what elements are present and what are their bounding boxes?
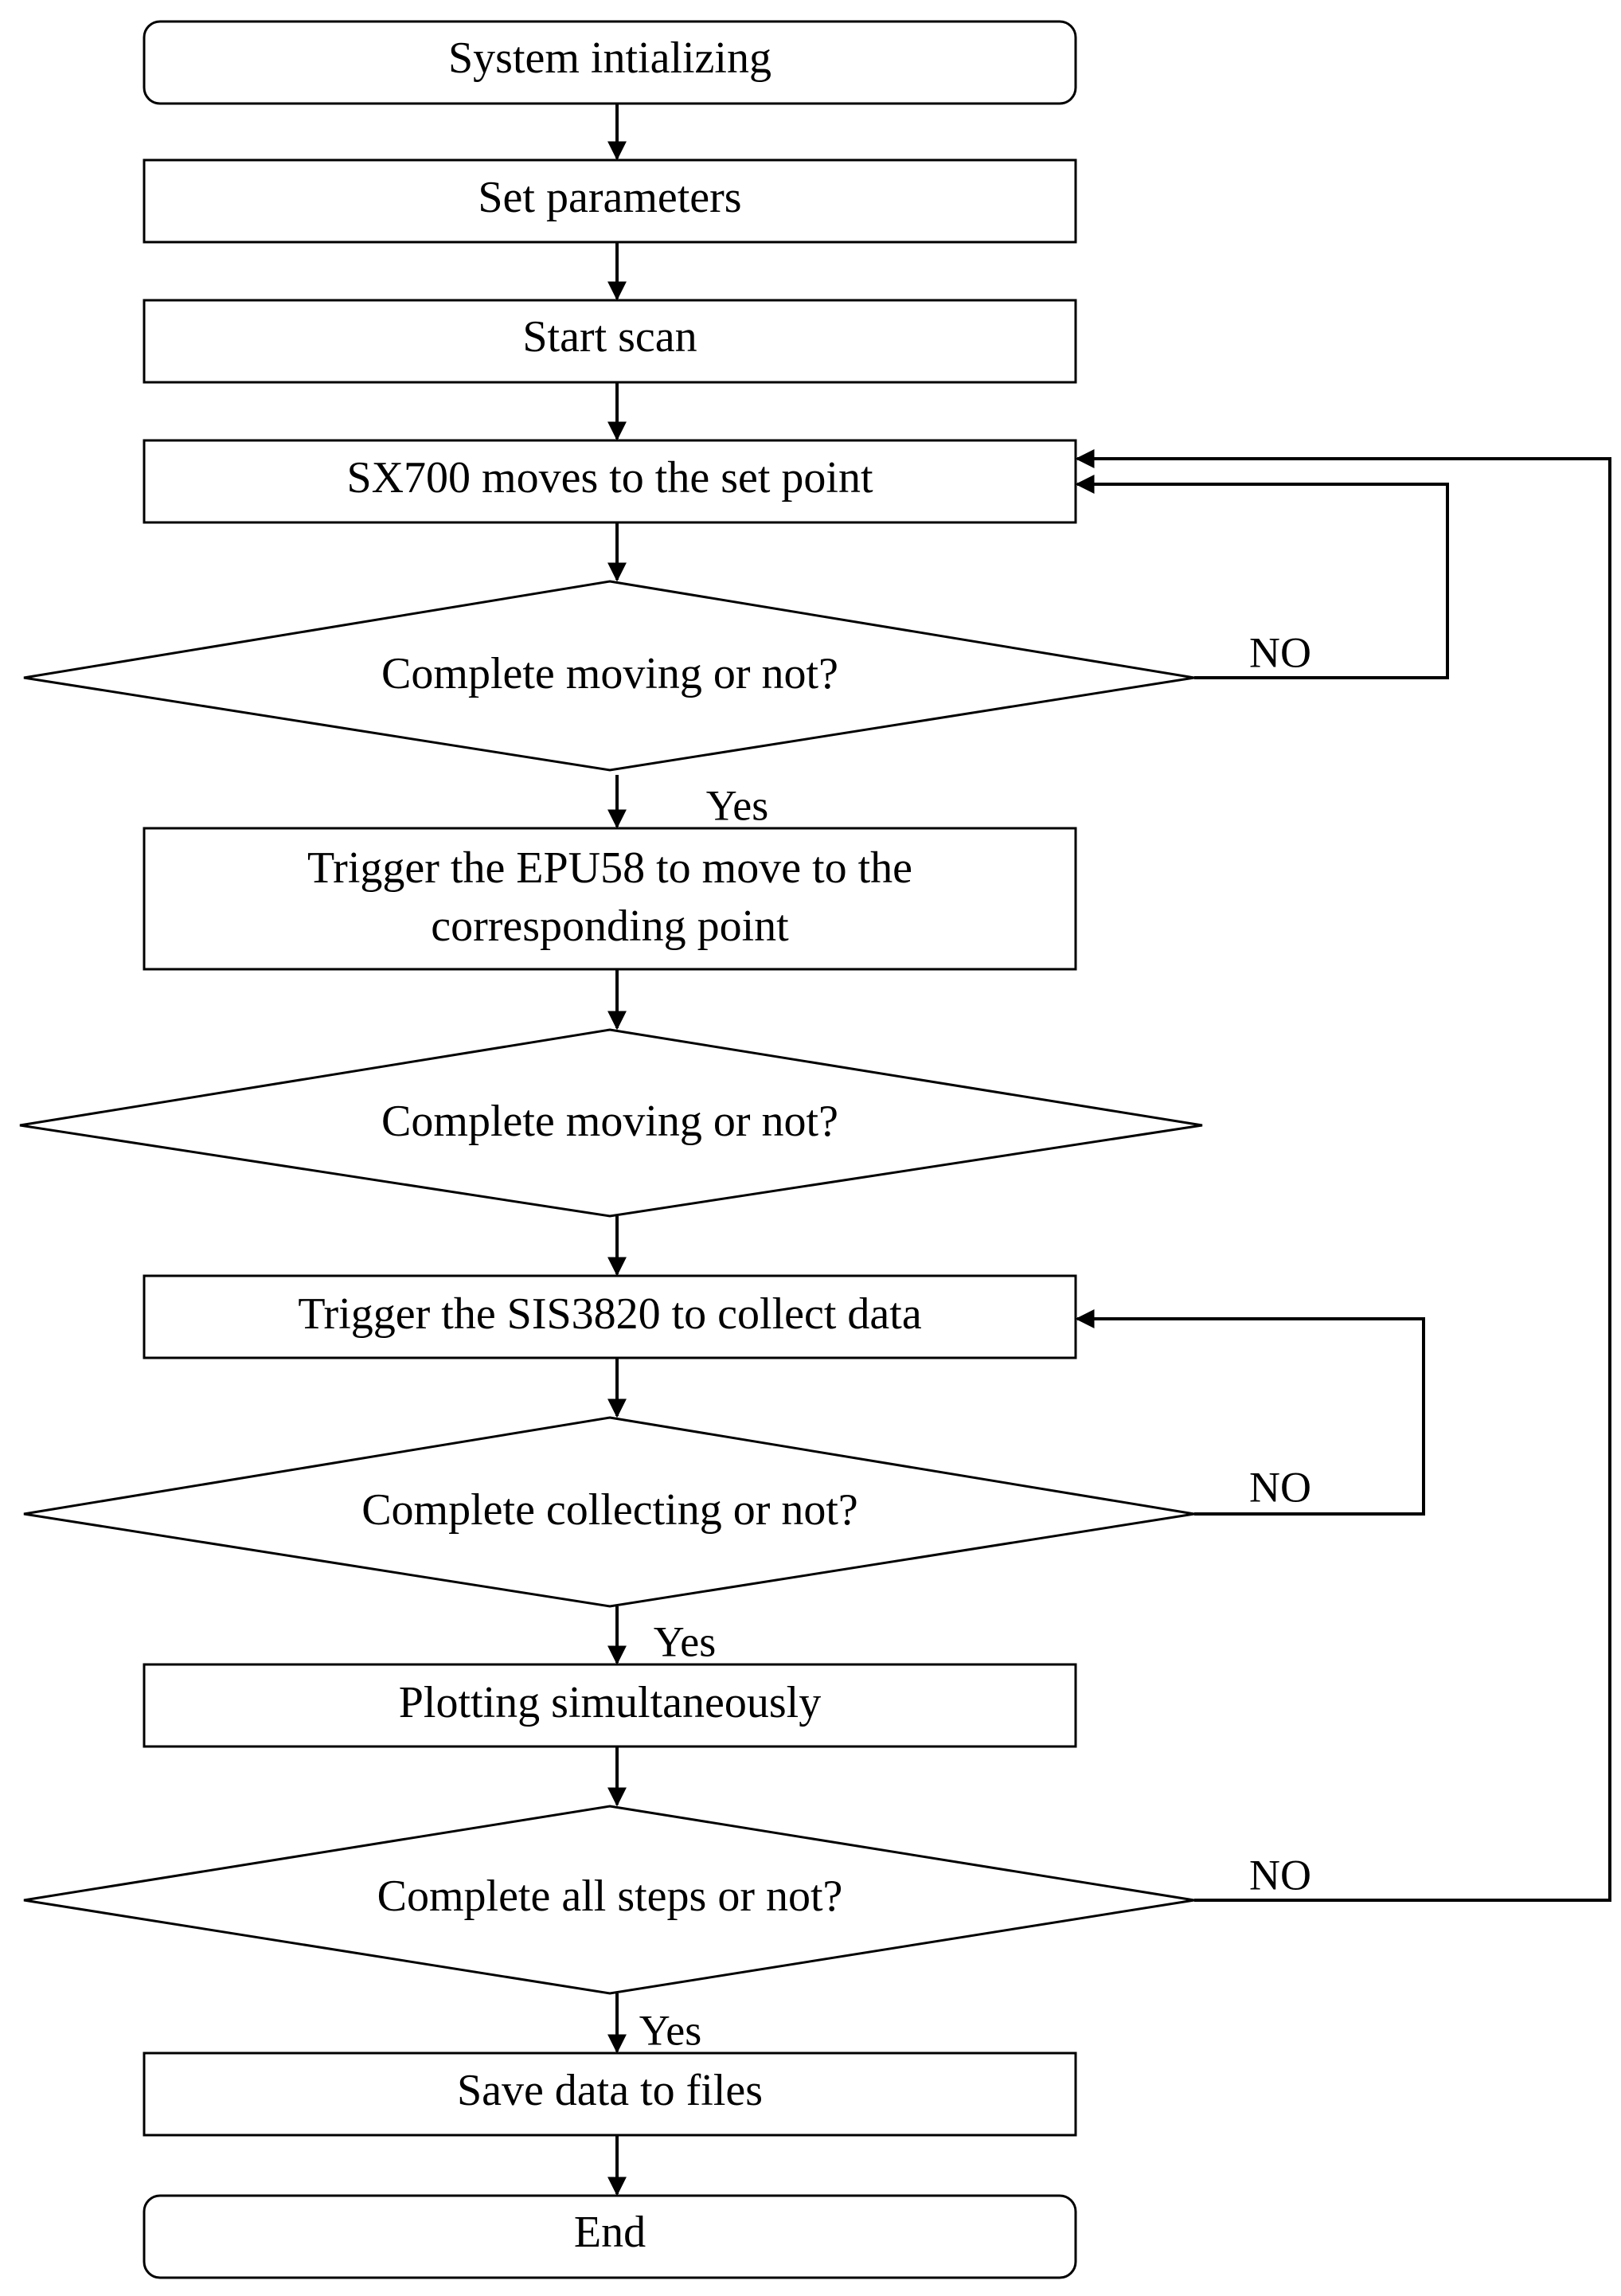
node-plotting-label: Plotting simultaneously bbox=[399, 1678, 821, 1727]
loop-no-collecting-to-sis3820 bbox=[1075, 1309, 1425, 1516]
label-no-collecting: NO bbox=[1249, 1463, 1311, 1511]
node-end: End bbox=[143, 2194, 1077, 2279]
label-yes-all-steps: Yes bbox=[639, 2006, 702, 2054]
node-end-label: End bbox=[574, 2208, 646, 2257]
node-trigger-epu58: Trigger the EPU58 to move to the corresp… bbox=[143, 827, 1077, 971]
node-set-parameters: Set parameters bbox=[143, 158, 1077, 244]
decision-complete-all-steps-label: Complete all steps or not? bbox=[377, 1872, 843, 1921]
loop-no-all-steps-to-sx700 bbox=[1075, 449, 1611, 1902]
label-yes-moving: Yes bbox=[706, 781, 769, 829]
node-start-scan-label: Start scan bbox=[522, 312, 697, 362]
decision-complete-collecting-label: Complete collecting or not? bbox=[361, 1485, 858, 1535]
label-no-moving: NO bbox=[1249, 628, 1311, 676]
decision-complete-moving-1-label: Complete moving or not? bbox=[381, 649, 838, 698]
node-plotting: Plotting simultaneously bbox=[143, 1663, 1077, 1748]
node-trigger-epu58-label-line2: corresponding point bbox=[431, 902, 789, 951]
node-start-scan: Start scan bbox=[143, 299, 1077, 384]
node-system-initializing: System intializing bbox=[143, 20, 1077, 105]
node-save-data-label: Save data to files bbox=[457, 2066, 763, 2115]
node-trigger-sis3820-label: Trigger the SIS3820 to collect data bbox=[298, 1289, 922, 1339]
node-trigger-epu58-label-line1: Trigger the EPU58 to move to the bbox=[307, 843, 912, 893]
label-yes-collecting: Yes bbox=[654, 1617, 717, 1665]
node-trigger-sis3820: Trigger the SIS3820 to collect data bbox=[143, 1274, 1077, 1359]
node-system-initializing-label: System intializing bbox=[448, 33, 771, 83]
node-save-data: Save data to files bbox=[143, 2052, 1077, 2137]
decision-complete-all-steps: Complete all steps or not? bbox=[23, 1805, 1195, 1995]
node-sx700-moves-label: SX700 moves to the set point bbox=[346, 453, 873, 503]
node-set-parameters-label: Set parameters bbox=[478, 173, 741, 222]
decision-complete-moving-2: Complete moving or not? bbox=[19, 1028, 1203, 1218]
decision-complete-collecting: Complete collecting or not? bbox=[23, 1416, 1195, 1608]
decision-complete-moving-2-label: Complete moving or not? bbox=[381, 1097, 838, 1146]
decision-complete-moving-1: Complete moving or not? bbox=[23, 580, 1195, 772]
loop-no-moving-to-sx700 bbox=[1075, 475, 1449, 679]
node-sx700-moves: SX700 moves to the set point bbox=[143, 439, 1077, 524]
label-no-all-steps: NO bbox=[1249, 1851, 1311, 1899]
